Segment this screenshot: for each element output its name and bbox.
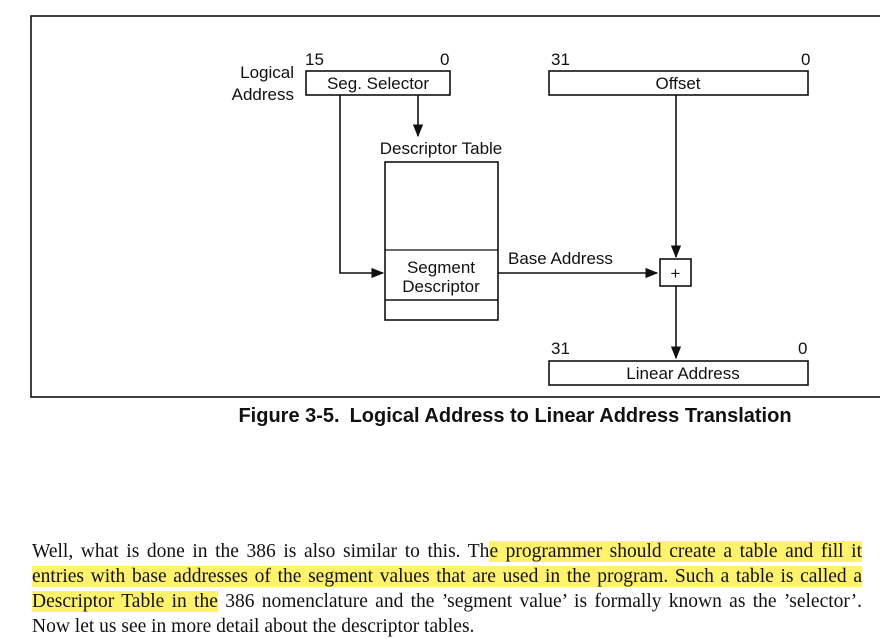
seg-selector-label: Seg. Selector [327, 74, 429, 93]
linear-address-label: Linear Address [626, 364, 739, 383]
arrow-selector-to-descriptor [339, 95, 385, 279]
figure-caption: Figure 3-5. Logical Address to Linear Add… [0, 405, 880, 428]
segment-descriptor-label-line1: Segment [407, 258, 475, 277]
adder-box [659, 258, 692, 287]
figure-title: Logical Address to Linear Address Transl… [349, 405, 792, 427]
offset-high-bit: 31 [551, 50, 570, 69]
figure-number: Figure 3-5. [238, 405, 340, 427]
segment-descriptor-label-line2: Descriptor [402, 277, 480, 296]
figure-frame [30, 15, 880, 398]
linear-address-box [548, 360, 809, 386]
base-address-label: Base Address [508, 249, 613, 268]
selector-high-bit: 15 [305, 50, 324, 69]
selector-low-bit: 0 [440, 50, 449, 69]
descriptor-table [384, 161, 499, 321]
linear-high-bit: 31 [551, 339, 570, 358]
offset-label: Offset [655, 74, 700, 93]
offset-low-bit: 0 [801, 50, 810, 69]
paragraph-text-end: 386 nomenclature and the ’segment value’… [32, 590, 862, 637]
translation-diagram: Logical Address 15 0 Seg. Selector 31 0 … [30, 15, 880, 398]
offset-box [548, 70, 809, 96]
body-paragraph: Well, what is done in the 386 is also si… [32, 539, 863, 639]
linear-low-bit: 0 [798, 339, 807, 358]
paragraph-text-start: Well, what is done in the 386 is also si… [32, 540, 490, 562]
logical-address-label-line1: Logical [240, 63, 294, 82]
seg-selector-box [305, 70, 451, 96]
adder-symbol: + [671, 264, 681, 283]
descriptor-table-label: Descriptor Table [380, 139, 503, 158]
logical-address-label-line2: Address [232, 85, 294, 104]
